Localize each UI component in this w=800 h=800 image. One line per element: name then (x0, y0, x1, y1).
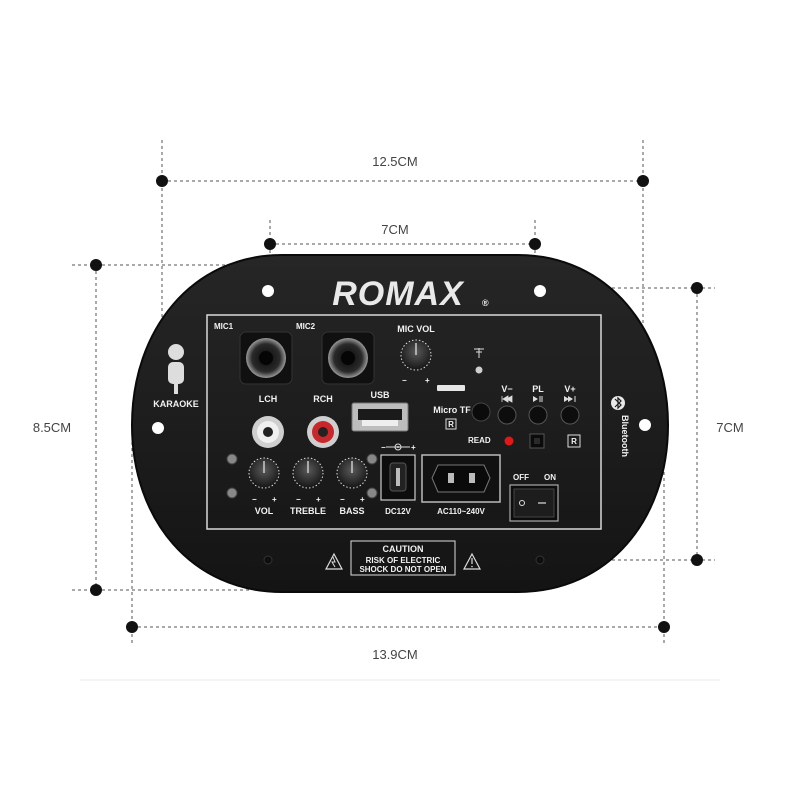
off-label: OFF (513, 473, 529, 482)
lch-label: LCH (259, 394, 278, 404)
vol-minus: − (252, 495, 257, 504)
caution-line2: SHOCK DO NOT OPEN (359, 565, 446, 574)
vol-label: VOL (255, 506, 274, 516)
mic-vol-plus: + (425, 376, 430, 385)
dimension-left-height: 8.5CM (33, 420, 71, 435)
warning-triangle-icon (325, 552, 343, 570)
mounting-hole (534, 285, 546, 297)
dimension-lines: 12.5CM 7CM 8.5CM 7CM 13.9CM (33, 140, 744, 681)
rch-label: RCH (313, 394, 333, 404)
microphone-icon (168, 344, 184, 394)
screw (366, 487, 378, 499)
screw (226, 453, 238, 465)
screw (226, 487, 238, 499)
dimension-right-height: 7CM (716, 420, 743, 435)
next-icon (564, 396, 576, 402)
dimension-bottom-width: 13.9CM (372, 647, 418, 662)
dimension-dot (691, 554, 703, 566)
volume-down-button[interactable] (497, 405, 517, 425)
dc-plus: + (411, 443, 416, 452)
caution-line1: RISK OF ELECTRIC (366, 556, 441, 565)
ac-power-inlet[interactable] (421, 454, 501, 503)
ac-voltage-label: AC110~240V (437, 507, 485, 516)
warning-triangle-icon (463, 552, 481, 570)
bluetooth-label: Bluetooth (620, 415, 630, 457)
brand-logo: ROMAX (332, 275, 465, 313)
dimension-dot (264, 238, 276, 250)
dimension-hole-spacing: 7CM (381, 222, 408, 237)
mounting-hole (262, 285, 274, 297)
vol-plus: + (272, 495, 277, 504)
caution-title: CAUTION (383, 544, 424, 554)
mic2-label: MIC2 (296, 322, 316, 331)
dc12v-label: DC12V (385, 507, 411, 516)
play-pause-button[interactable] (528, 405, 548, 425)
mounting-hole (152, 422, 164, 434)
treble-plus: + (316, 495, 321, 504)
screw (366, 453, 378, 465)
panel-inner-border (206, 314, 602, 530)
bass-plus: + (360, 495, 365, 504)
mode-r-mark: R (571, 437, 577, 446)
karaoke-label: KARAOKE (153, 399, 199, 409)
dimension-dot (529, 238, 541, 250)
prev-icon (501, 395, 513, 403)
treble-label: TREBLE (290, 506, 326, 516)
caution-warning-label: CAUTION RISK OF ELECTRIC SHOCK DO NOT OP… (325, 540, 481, 576)
mic-vol-minus: − (402, 376, 407, 385)
read-label: READ (468, 436, 491, 445)
dc12v-jack[interactable] (380, 454, 416, 501)
bass-minus: − (340, 495, 345, 504)
v-minus-label: V− (501, 384, 512, 394)
dimension-dot (637, 175, 649, 187)
micro-tf-label: Micro TF (433, 405, 471, 415)
usb-label: USB (370, 390, 390, 400)
dc-polarity-icon (386, 443, 410, 451)
screw-hole (535, 555, 545, 565)
pl-label: PL (532, 384, 544, 394)
play-pause-icon (533, 396, 543, 402)
v-plus-label: V+ (564, 384, 575, 394)
dimension-dot (658, 621, 670, 633)
dimension-dot (126, 621, 138, 633)
dimension-dot (90, 259, 102, 271)
mic1-jack[interactable] (239, 331, 293, 385)
mounting-hole (639, 419, 651, 431)
lch-rca-jack[interactable] (252, 416, 284, 448)
dc-minus: − (381, 443, 386, 452)
treble-minus: − (296, 495, 301, 504)
bass-label: BASS (339, 506, 364, 516)
bass-knob[interactable] (336, 457, 368, 489)
vol-knob[interactable] (248, 457, 280, 489)
status-led (475, 366, 483, 374)
read-led (504, 436, 514, 446)
registered-mark: ® (482, 298, 489, 308)
signal-icon (474, 348, 484, 358)
dimension-dot (90, 584, 102, 596)
screw-hole (263, 555, 273, 565)
ir-receiver (471, 402, 491, 422)
volume-up-button[interactable] (560, 405, 580, 425)
micro-tf-slot[interactable] (437, 385, 465, 391)
usb-port[interactable] (351, 402, 409, 432)
micro-tf-r-mark: R (448, 420, 454, 429)
power-rocker-switch[interactable] (509, 484, 559, 522)
on-label: ON (544, 473, 556, 482)
dimension-top-width: 12.5CM (372, 154, 418, 169)
mic1-label: MIC1 (214, 322, 234, 331)
rch-rca-jack[interactable] (307, 416, 339, 448)
dimension-dot (691, 282, 703, 294)
mic-vol-knob[interactable] (400, 339, 432, 371)
mic2-jack[interactable] (321, 331, 375, 385)
dimension-dot (156, 175, 168, 187)
treble-knob[interactable] (292, 457, 324, 489)
amplifier-panel: ROMAX ® KARAOKE Bluetooth MIC1 MIC2 MIC … (130, 254, 670, 593)
mic-vol-label: MIC VOL (397, 324, 435, 334)
